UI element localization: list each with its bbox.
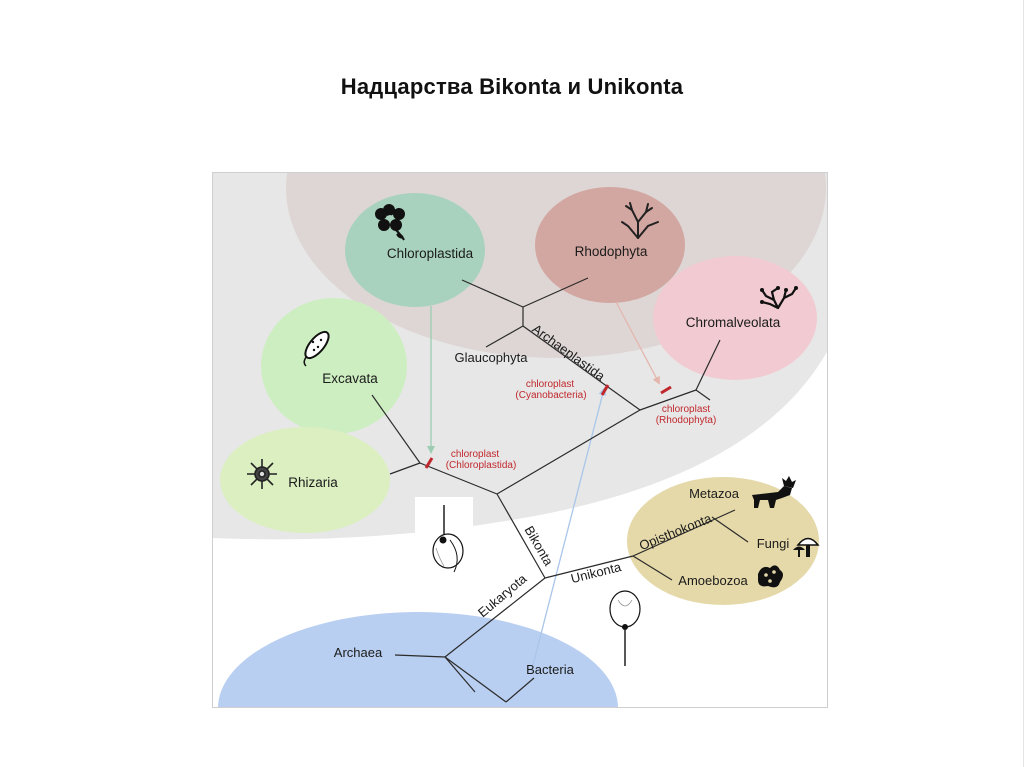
note-chloroplastida-2: (Chloroplastida) [446, 460, 517, 471]
label-rhodophyta: Rhodophyta [575, 244, 648, 259]
label-chloroplastida: Chloroplastida [387, 246, 474, 261]
label-archaea: Archaea [334, 645, 383, 660]
label-fungi: Fungi [757, 536, 790, 551]
note-rhodophyta-1: chloroplast [662, 404, 711, 415]
label-metazoa: Metazoa [689, 486, 740, 501]
label-glaucophyta: Glaucophyta [455, 350, 529, 365]
note-rhodophyta-2: (Rhodophyta) [656, 415, 717, 426]
label-amoebozoa: Amoebozoa [678, 573, 748, 588]
label-chromalveolata: Chromalveolata [686, 315, 781, 330]
label-bacteria: Bacteria [526, 662, 574, 677]
radiolarian-icon [247, 459, 277, 489]
note-cyanobacteria-1: chloroplast [526, 379, 575, 390]
amoeba-icon [758, 565, 783, 587]
note-chloroplastida-1: chloroplast [451, 449, 500, 460]
label-rhizaria: Rhizaria [288, 475, 338, 490]
note-cyanobacteria-2: (Cyanobacteria) [515, 390, 586, 401]
label-excavata: Excavata [322, 371, 378, 386]
